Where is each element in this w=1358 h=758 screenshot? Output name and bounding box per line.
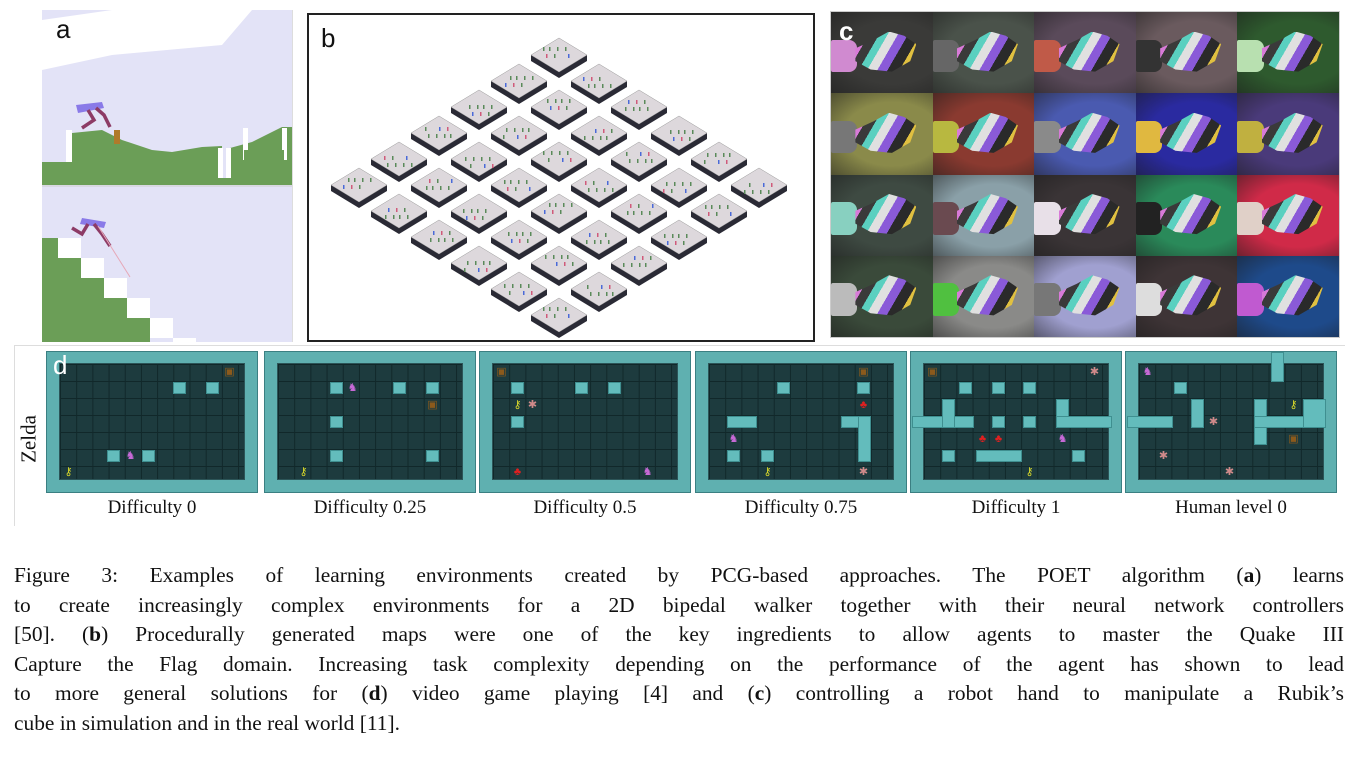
door-icon: ▣: [1288, 433, 1299, 445]
key-icon: ⚷: [299, 466, 308, 478]
red-enemy-icon: ♣: [978, 433, 987, 445]
door-icon: ▣: [427, 399, 438, 411]
zelda-caption: Difficulty 0.75: [744, 497, 858, 518]
zelda-map-difficulty-0-75: ▣ ♣ ♞ ⚷ ✱: [695, 351, 907, 493]
zelda-map-difficulty-0: ▣ ♞ ⚷ d: [46, 350, 258, 493]
panel-a-bipedal-walker: a: [42, 10, 293, 342]
robot-hand-image: [1237, 93, 1339, 175]
isometric-map-grid: [330, 37, 788, 338]
zelda-caption: Difficulty 0.25: [313, 497, 427, 518]
robot-hand-image: [932, 12, 1035, 94]
key-icon: ⚷: [513, 399, 522, 411]
robot-hand-image: [1135, 93, 1238, 175]
key-icon: ⚷: [763, 466, 772, 478]
figure-caption: Figure 3: Examples of learning environme…: [14, 561, 1344, 739]
zelda-caption: Human level 0: [1175, 497, 1287, 518]
player-icon: ♞: [1142, 366, 1153, 378]
robot-hand-image: [1237, 12, 1339, 94]
robot-hand-image: [1135, 12, 1238, 94]
robot-hand-image: [1034, 12, 1136, 94]
red-enemy-icon: ♣: [859, 399, 868, 411]
spider-enemy-icon: ✱: [1208, 416, 1219, 428]
robot-hand-image: [1237, 174, 1339, 256]
caption-line: cube in simulation and in the real world…: [14, 710, 400, 735]
panel-letter-b: b: [321, 23, 336, 53]
zelda-caption: Difficulty 1: [971, 497, 1061, 518]
caption-line: to create increasingly complex environme…: [14, 592, 1344, 617]
zelda-map-difficulty-1: ▣ ✱ ♣ ♣ ♞ ⚷: [910, 351, 1122, 493]
door-icon: ▣: [224, 366, 235, 378]
caption-line: to more general solutions for (d) video …: [14, 681, 1345, 706]
panel-letter-d: d: [53, 350, 68, 380]
spider-enemy-icon: ✱: [1158, 450, 1169, 462]
key-icon: ⚷: [1025, 466, 1034, 478]
panel-letter-c: c: [839, 16, 854, 46]
robot-hand-image: [1135, 174, 1238, 256]
robot-hand-image: [1034, 174, 1136, 256]
panel-b-quake-maps: b: [307, 13, 815, 342]
robot-hand-image: [1034, 255, 1136, 337]
robot-hand-image: [831, 255, 933, 337]
robot-hand-image: [831, 93, 933, 175]
door-icon: ▣: [496, 366, 507, 378]
spider-enemy-icon: ✱: [858, 466, 869, 478]
walker-scene-illustration: [42, 10, 292, 342]
player-icon: ♞: [1057, 433, 1068, 445]
spider-enemy-icon: ✱: [1089, 366, 1100, 378]
player-icon: ♞: [347, 382, 358, 394]
player-icon: ♞: [642, 466, 653, 478]
player-icon: ♞: [728, 433, 739, 445]
zelda-caption: Difficulty 0: [107, 497, 197, 518]
spider-enemy-icon: ✱: [527, 399, 538, 411]
red-enemy-icon: ♣: [513, 466, 522, 478]
zelda-floor: ▣ ♞ ⚷: [59, 363, 245, 480]
robot-hand-image: [831, 174, 933, 256]
robot-hand-image: [932, 255, 1035, 337]
robot-hand-image: [1135, 255, 1238, 337]
caption-line: [50]. (b) Procedurally generated maps we…: [14, 622, 1344, 647]
door-icon: ▣: [927, 366, 938, 378]
spider-enemy-icon: ✱: [1224, 466, 1235, 478]
red-enemy-icon: ♣: [994, 433, 1003, 445]
robot-hand-image-grid: [831, 12, 1339, 337]
key-icon: ⚷: [1289, 399, 1298, 411]
zelda-map-human-level-0: ♞ ⚷ ✱ ▣ ✱ ✱: [1125, 351, 1337, 493]
caption-line: Capture the Flag domain. Increasing task…: [14, 651, 1344, 676]
panel-d-zelda: [14, 345, 1345, 526]
robot-hand-image: [1034, 93, 1136, 175]
zelda-caption: Difficulty 0.5: [533, 497, 637, 518]
key-icon: ⚷: [64, 466, 73, 478]
zelda-map-difficulty-0-5: ▣ ⚷ ✱ ♣ ♞: [479, 351, 691, 493]
robot-hand-image: [932, 93, 1035, 175]
robot-hand-image: [831, 12, 933, 94]
robot-hand-image: [1237, 255, 1339, 337]
robot-hand-image: [932, 174, 1035, 256]
zelda-row-label: Zelda: [16, 415, 41, 463]
caption-line: Figure 3: Examples of learning environme…: [14, 563, 1345, 587]
player-icon: ♞: [125, 450, 136, 462]
panel-letter-a: a: [56, 14, 71, 44]
panel-c-robot-hand: c: [830, 11, 1340, 338]
door-icon: ▣: [858, 366, 869, 378]
zelda-map-difficulty-0-25: ♞ ▣ ⚷: [264, 351, 476, 493]
